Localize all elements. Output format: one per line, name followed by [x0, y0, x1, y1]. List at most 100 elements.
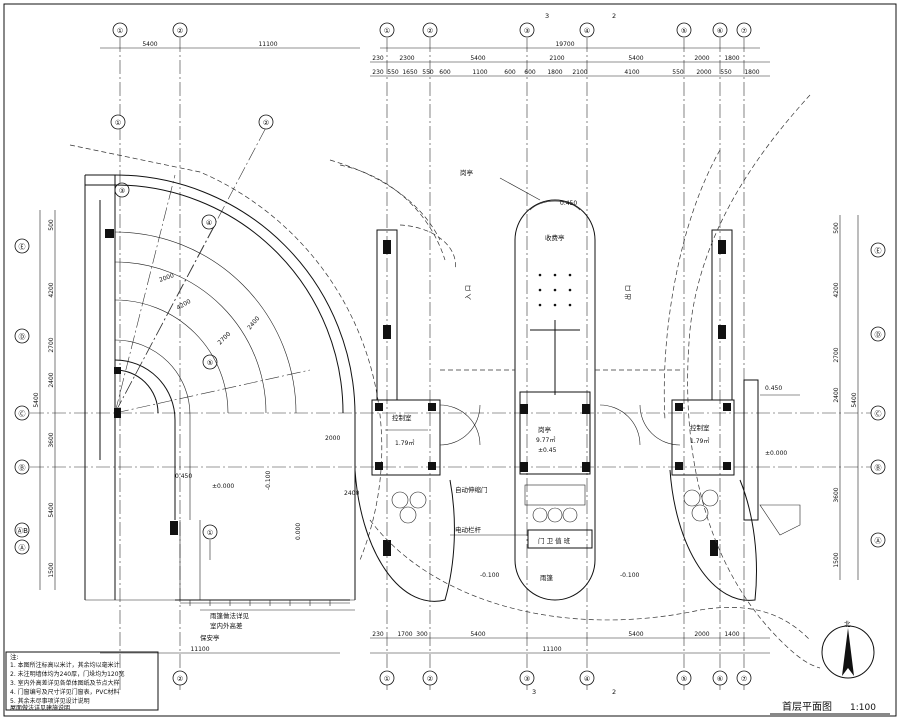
- dimension-text: 600: [524, 69, 536, 76]
- callout-text: 自动伸缩门: [455, 485, 488, 494]
- dimension-text: 1100: [472, 69, 487, 76]
- north-label: 北: [844, 620, 851, 628]
- dimension-text: 230: [372, 69, 384, 76]
- grid-bubbles-bottom: ① ② ③ ④ ⑤ ⑥ ⑦ ② 3 2: [172, 670, 752, 696]
- callout-text: 电动栏杆: [455, 525, 482, 534]
- dimension-text: 11100: [258, 41, 277, 48]
- note-line: 1. 本图所注标高以米计，其余均以毫米计: [10, 661, 120, 669]
- svg-text:2: 2: [612, 688, 616, 696]
- grid-bubble-label: ②: [263, 119, 269, 127]
- dimension-text: 19700: [555, 41, 574, 48]
- elevation-label: 0.450: [765, 385, 782, 392]
- grid-bubble-label: ⑤: [681, 27, 687, 35]
- dimension-text: 300: [416, 631, 428, 638]
- dimension-text: 4100: [624, 69, 639, 76]
- dimension-text: 2400: [833, 387, 840, 402]
- dimension-chain-left: 500 4200 2700 2400 5400 3600 5400 1500: [33, 210, 56, 590]
- grid-bubble-label: ②: [177, 27, 183, 35]
- dimension-text: 5400: [142, 41, 157, 48]
- arc-dimension-text: 2700: [216, 331, 232, 347]
- dimension-text: 5400: [628, 55, 643, 62]
- room-label: 控制室: [690, 423, 710, 432]
- dimension-text: 2000: [325, 435, 340, 442]
- sign-label: 门 卫 值 班: [538, 536, 571, 545]
- north-arrow: 北: [821, 620, 875, 679]
- note-line: 5. 其余未尽事项详见设计说明: [10, 697, 90, 705]
- dimension-text: 500: [833, 222, 840, 234]
- grid-bubble-label: Ⓓ: [875, 331, 882, 339]
- dimension-text: 230: [372, 55, 384, 62]
- room-area: 9.77㎡: [536, 436, 555, 444]
- dimension-text: 2100: [549, 55, 564, 62]
- grid-bubble-label: ①: [207, 529, 213, 537]
- dimension-text: 1800: [547, 69, 562, 76]
- dimension-chain-bottom: 230 1700 300 5400 5400 2000 1400 11100 1…: [100, 631, 770, 654]
- dimension-text: 3600: [833, 487, 840, 502]
- grid-bubble-label: ③: [524, 675, 530, 683]
- grid-bubble-label: ①: [384, 27, 390, 35]
- dimension-text: 1800: [724, 55, 739, 62]
- elevation-label: 0.000: [295, 523, 302, 540]
- svg-text:2: 2: [612, 12, 616, 20]
- grid-bubble-label: Ⓒ: [19, 410, 26, 418]
- grid-bubble-label: ①: [384, 675, 390, 683]
- arc-dimension-text: 4200: [176, 298, 193, 312]
- dimension-text: 11100: [542, 646, 561, 653]
- dimension-chain-top: 5400 11100 19700 230 2300 5400 2100 5400…: [100, 41, 770, 77]
- dimension-text: 1800: [744, 69, 759, 76]
- grid-bubble-label: Ⓐ: [875, 537, 882, 545]
- dimension-text: 11100: [190, 646, 209, 653]
- area-label: 雨篷: [540, 573, 554, 582]
- note-line: 3. 室内外高差详见各单体图纸及节点大样: [10, 679, 120, 687]
- grid-bubble-label: ⑤: [207, 359, 213, 367]
- arc-dimension-text: 2400: [246, 315, 261, 331]
- grid-bubble-label: ①: [115, 119, 121, 127]
- dimension-text: 2100: [572, 69, 587, 76]
- room-area: 1.79㎡: [395, 439, 414, 447]
- dimension-text: 5400: [470, 631, 485, 638]
- elevation-label: -0.100: [620, 572, 640, 579]
- dimension-text: 2700: [833, 347, 840, 362]
- elevation-label: 0.450: [560, 200, 577, 207]
- dimension-text: 550: [672, 69, 684, 76]
- dimension-text: 5400: [48, 502, 55, 517]
- grid-bubble-label: ①: [117, 27, 123, 35]
- grid-bubble-label: Ⓔ: [875, 247, 882, 255]
- grid-bubbles-right: Ⓔ Ⓓ Ⓒ Ⓑ Ⓐ: [870, 242, 886, 548]
- drawing-title-block: 首层平面图 1:100: [770, 700, 890, 715]
- elevation-label: -0.100: [265, 470, 272, 490]
- grid-bubble-label: ④: [584, 675, 590, 683]
- note-line: 2. 未注明墙体均为240厚，门垛均为120宽: [10, 670, 125, 678]
- grid-bubble-label: ③: [524, 27, 530, 35]
- dimension-text: 550: [387, 69, 399, 76]
- elevation-label: -0.100: [480, 572, 500, 579]
- callout-text: 岗亭: [460, 168, 474, 177]
- grid-bubble-label: ②: [427, 27, 433, 35]
- room-label: 控制室: [392, 413, 412, 422]
- callout-text: 室内外高差: [210, 621, 243, 630]
- grid-bubble-label: ②: [177, 675, 183, 683]
- svg-text:3: 3: [532, 688, 536, 696]
- dimension-text: 2000: [694, 631, 709, 638]
- drawing-scale: 1:100: [850, 703, 876, 713]
- room-area: 1.79㎡: [690, 437, 709, 445]
- lane-label: 出 口: [623, 285, 632, 300]
- dimension-text: 2700: [48, 337, 55, 352]
- dimension-text: 1500: [833, 552, 840, 567]
- elevation-label: 0.450: [175, 473, 192, 480]
- dimension-text: 1650: [402, 69, 417, 76]
- grid-bubble-label: ⑥: [717, 27, 723, 35]
- dimension-text: 550: [422, 69, 434, 76]
- room-label: 岗亭: [538, 425, 552, 434]
- dimension-chain-right: 500 4200 2700 2400 5400 3600 1500: [833, 215, 859, 580]
- grid-bubble-label: ⑦: [741, 27, 747, 35]
- dimension-text: 5400: [33, 392, 40, 407]
- grid-bubble-label: ⑤: [681, 675, 687, 683]
- dimension-text: 500: [48, 219, 55, 231]
- elevation-label: ±0.000: [765, 450, 787, 457]
- elevation-label: ±0.45: [538, 447, 557, 454]
- grid-bubble-label: ⑥: [717, 675, 723, 683]
- notes-box: 注: 1. 本图所注标高以米计，其余均以毫米计 2. 未注明墙体均为240厚，门…: [5, 651, 159, 712]
- dimension-text: 5400: [470, 55, 485, 62]
